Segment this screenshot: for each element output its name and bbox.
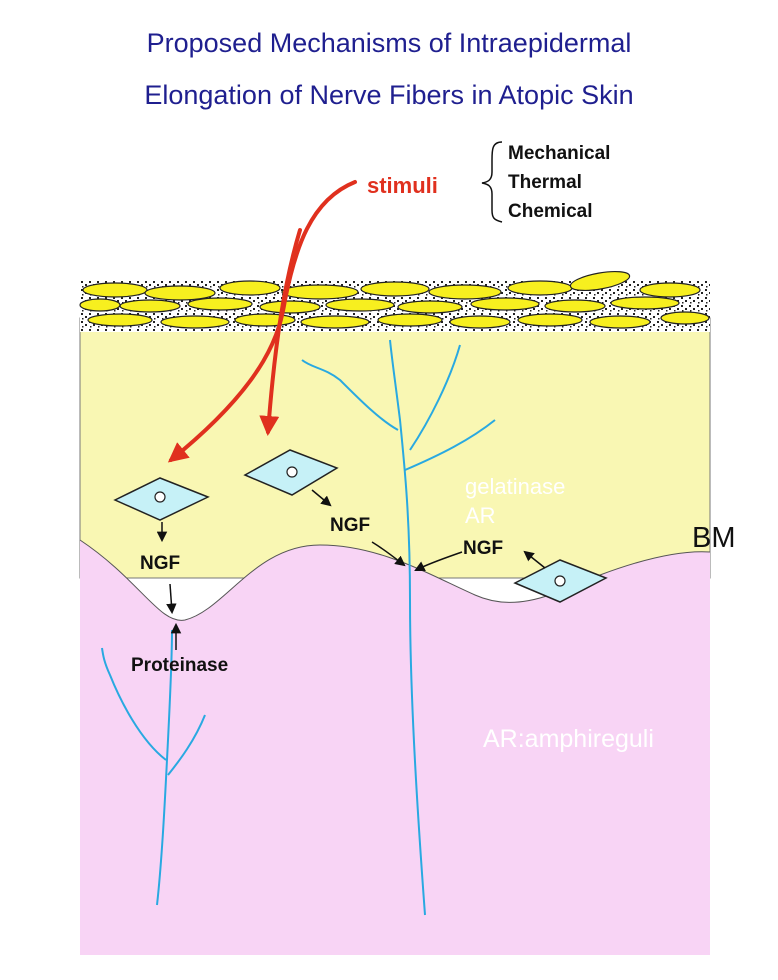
proteinase-label: Proteinase	[131, 655, 228, 676]
arrow-cell-to-ngf-right	[523, 550, 546, 569]
dermis-layer	[80, 540, 710, 955]
diagram-title-line-2: Elongation of Nerve Fibers in Atopic Ski…	[144, 80, 634, 110]
nerve-fiber-center	[301, 339, 496, 916]
stimuli-arrows	[167, 180, 357, 463]
keratinocyte-left	[113, 477, 210, 521]
stimulus-type-thermal: Thermal	[508, 172, 582, 193]
arrow-ngf-center-to-nerve	[371, 541, 406, 567]
ar-definition-label: AR:amphireguli	[483, 725, 654, 753]
stimuli-arrow-center	[259, 228, 302, 436]
stimuli-label: stimuli	[367, 173, 438, 198]
stimuli-brace	[481, 141, 503, 223]
epidermis-layer	[79, 317, 711, 579]
ngf-label-right: NGF	[463, 538, 503, 559]
nerve-fiber-left	[101, 629, 206, 906]
stimulus-type-chemical: Chemical	[508, 201, 592, 222]
arrow-ngf-left-to-bm	[166, 583, 177, 615]
ngf-label-left: NGF	[140, 553, 180, 574]
bm-label: BM	[692, 522, 736, 554]
gelatinase-label: gelatinase	[465, 474, 565, 499]
stimulus-type-mechanical: Mechanical	[508, 143, 610, 164]
ngf-label-center: NGF	[330, 515, 370, 536]
ar-label: AR	[465, 503, 496, 528]
signal-arrows	[156, 489, 546, 650]
keratinocyte-center	[243, 449, 339, 496]
arrow-ngf-right-to-nerve	[414, 551, 463, 571]
diagram-title-line-1: Proposed Mechanisms of Intraepidermal	[146, 28, 632, 58]
corneocytes	[79, 270, 710, 329]
arrow-cell-to-ngf-center	[311, 489, 332, 507]
